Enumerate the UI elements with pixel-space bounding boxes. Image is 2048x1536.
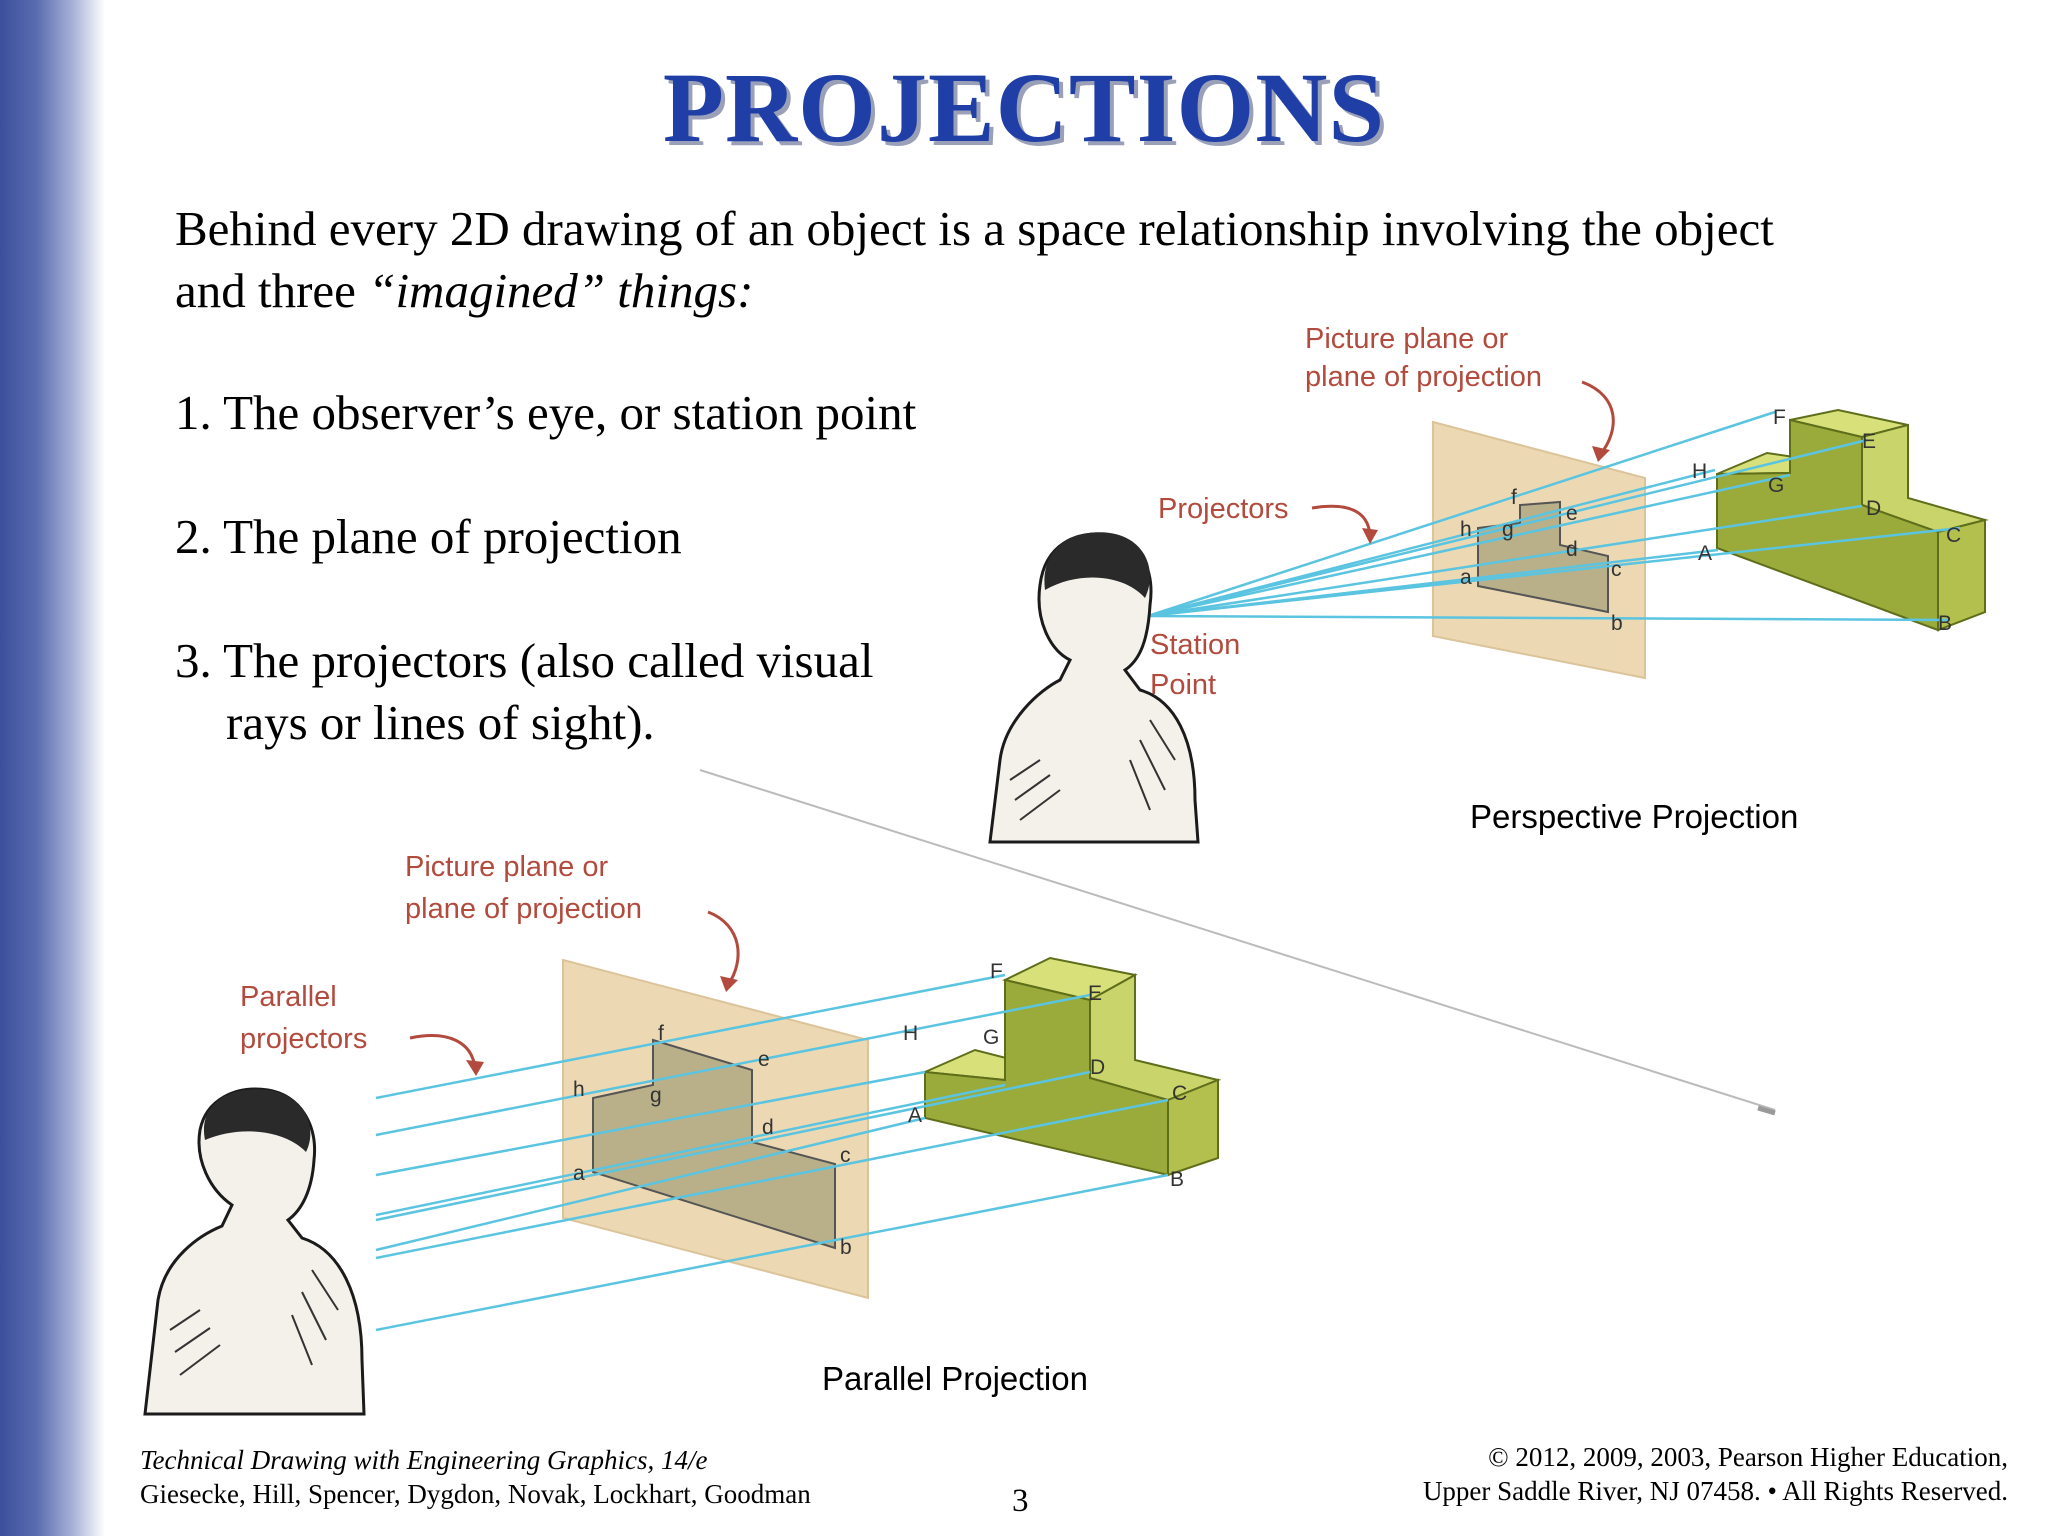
list-item-3-line-2: rays or lines of sight). <box>226 695 655 750</box>
ppt-f: f <box>658 1022 664 1045</box>
perspective-object <box>1716 418 1939 632</box>
footer-book-title: Technical Drawing with Engineering Graph… <box>140 1445 708 1475</box>
parallel-projectors-label-1: Parallel <box>240 981 337 1013</box>
ppt-d: d <box>762 1116 774 1139</box>
ppt-G: G <box>983 1026 999 1049</box>
pt-F: F <box>1773 406 1786 429</box>
ppt-a: a <box>573 1162 585 1185</box>
ppt-C: C <box>1172 1082 1187 1105</box>
perspective-projectors-arrow <box>1311 504 1372 536</box>
pt-H: H <box>1692 460 1707 483</box>
parallel-projectors-arrow <box>409 1034 477 1069</box>
parallel-plane-arrow <box>707 910 740 986</box>
list-item-3-line-1: 3. The projectors (also called visual <box>175 633 874 688</box>
station-label-2: Point <box>1150 669 1216 701</box>
footer-copyright-1: © 2012, 2009, 2003, Pearson Higher Educa… <box>1488 1442 2008 1472</box>
perspective-observer <box>988 532 1200 844</box>
pt-E: E <box>1862 430 1876 453</box>
parallel-caption: Parallel Projection <box>822 1360 1088 1397</box>
pt-e: e <box>1566 502 1578 525</box>
intro-line-2-plain: and three <box>175 263 369 318</box>
ppt-F: F <box>990 960 1003 983</box>
pt-c: c <box>1611 558 1622 581</box>
ppt-A: A <box>908 1104 922 1127</box>
pt-D: D <box>1866 497 1881 520</box>
ppt-B: B <box>1170 1168 1184 1191</box>
pt-G: G <box>1768 474 1784 497</box>
parallel-diagram: F E H G D A C B f e h g d a c b Picture … <box>143 851 1222 1416</box>
ppt-b: b <box>840 1236 852 1259</box>
perspective-diagram: F E H G D C A B f e h g d c a b Picture … <box>988 323 1989 844</box>
parallel-projectors <box>375 973 1169 1332</box>
pt-g: g <box>1502 518 1514 541</box>
perspective-projectors <box>1147 410 1961 622</box>
ppt-e: e <box>758 1048 770 1071</box>
pt-B: B <box>1938 612 1952 635</box>
divider-line <box>699 769 1776 1111</box>
parallel-observer <box>143 1087 366 1416</box>
sidebar-gradient <box>0 0 105 1536</box>
pt-C: C <box>1946 524 1961 547</box>
perspective-caption: Perspective Projection <box>1470 798 1799 835</box>
pt-f: f <box>1511 486 1517 509</box>
intro-line-1: Behind every 2D drawing of an object is … <box>175 201 1774 256</box>
ppt-c: c <box>840 1144 851 1167</box>
parallel-projectors-label-2: projectors <box>240 1023 367 1055</box>
footer-authors: Giesecke, Hill, Spencer, Dygdon, Novak, … <box>140 1479 811 1509</box>
station-label-1: Station <box>1150 629 1240 661</box>
divider-end <box>1757 1105 1776 1116</box>
pt-h: h <box>1460 518 1472 541</box>
intro-line-2: and three “imagined” things: <box>175 260 753 322</box>
perspective-projected-shape <box>1477 500 1609 614</box>
ppt-h: h <box>573 1078 585 1101</box>
parallel-plane-label-1: Picture plane or <box>405 851 608 883</box>
intro-line-2-italic: “imagined” things: <box>368 263 754 318</box>
perspective-projectors-label: Projectors <box>1158 493 1289 525</box>
slide-title: PROJECTIONS <box>662 52 1386 163</box>
perspective-plane-arrow <box>1581 380 1615 456</box>
ppt-g: g <box>650 1084 662 1107</box>
page-number: 3 <box>1012 1483 1029 1519</box>
pt-d: d <box>1566 538 1578 561</box>
perspective-plane-label-2: plane of projection <box>1305 361 1542 393</box>
parallel-object <box>924 978 1169 1177</box>
perspective-plane-label-1: Picture plane or <box>1305 323 1508 355</box>
parallel-plane-label-2: plane of projection <box>405 893 642 925</box>
list-item-1: 1. The observer’s eye, or station point <box>175 385 917 440</box>
pt-a: a <box>1460 566 1472 589</box>
ppt-H: H <box>903 1022 918 1045</box>
pt-b: b <box>1611 612 1623 635</box>
ppt-E: E <box>1088 982 1102 1005</box>
pt-A: A <box>1698 542 1712 565</box>
ppt-D: D <box>1090 1056 1105 1079</box>
list-item-2: 2. The plane of projection <box>175 509 682 564</box>
footer-copyright-2: Upper Saddle River, NJ 07458. • All Righ… <box>1422 1476 2008 1506</box>
